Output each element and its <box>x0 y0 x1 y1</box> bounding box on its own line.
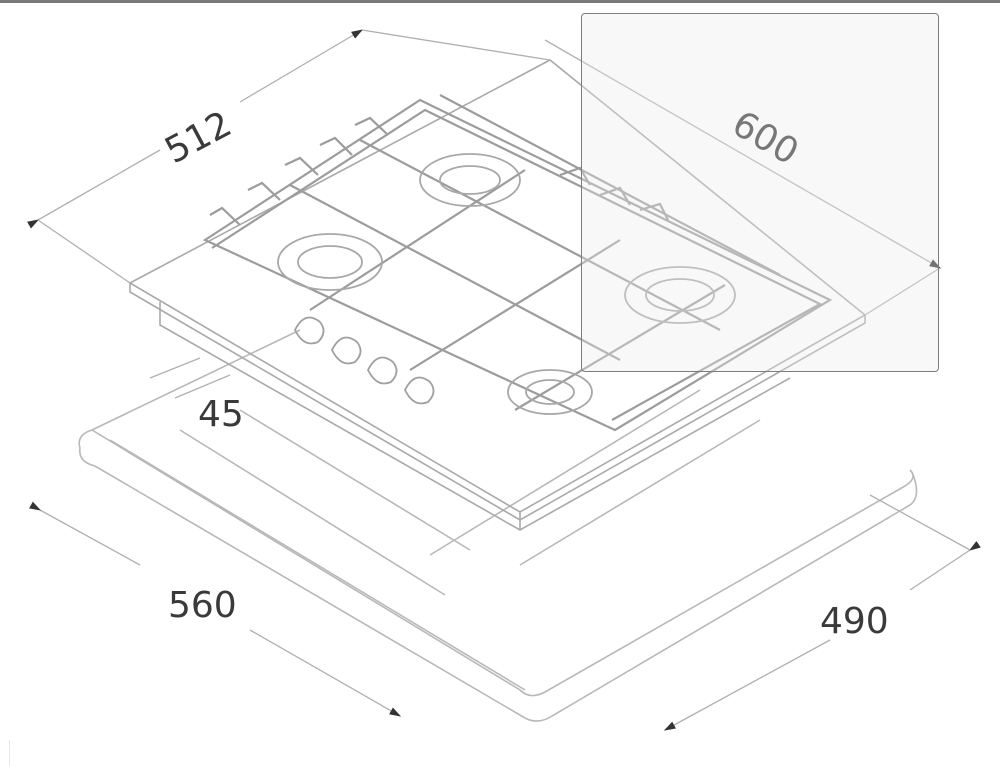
control-knobs <box>293 316 435 405</box>
dimension-lines <box>27 29 981 731</box>
dim-45: 45 <box>198 394 244 435</box>
burners <box>277 153 736 415</box>
dim-560: 560 <box>168 585 237 626</box>
countertop-outline <box>78 329 918 722</box>
dim-512: 512 <box>158 104 238 172</box>
selection-box[interactable] <box>581 13 939 372</box>
left-edge-mark <box>9 740 10 766</box>
dim-490: 490 <box>820 601 889 642</box>
pan-supports <box>202 94 833 432</box>
window-top-border <box>0 0 1000 3</box>
